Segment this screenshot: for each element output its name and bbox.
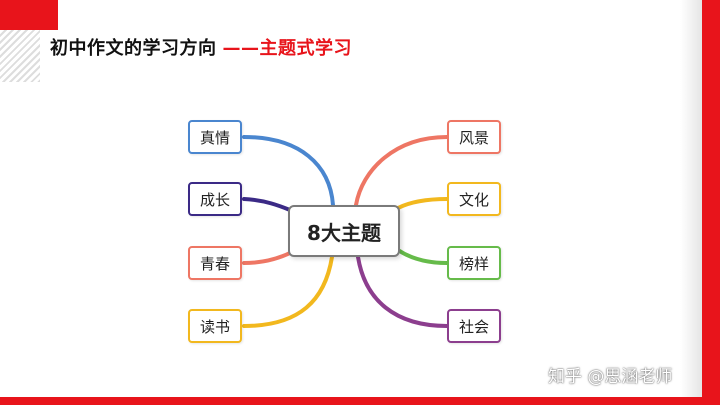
- link-bangyang: [396, 248, 449, 265]
- node-shehui: 社会: [447, 309, 501, 343]
- link-fengjing: [354, 135, 449, 207]
- bottom-frame-bar: [0, 397, 720, 405]
- node-qingchun: 青春: [188, 246, 242, 280]
- node-wenhua: 文化: [447, 182, 501, 216]
- node-chengzhang: 成长: [188, 182, 242, 216]
- right-frame-bar: [702, 0, 720, 405]
- node-zhenqing: 真情: [188, 120, 242, 154]
- link-chengzhang: [242, 197, 292, 212]
- center-node: 8大主题: [288, 205, 400, 257]
- link-zhenqing: [242, 135, 335, 207]
- watermark: 知乎 @思涵老师: [548, 367, 673, 387]
- node-dushu: 读书: [188, 309, 242, 343]
- link-wenhua: [396, 197, 449, 210]
- link-shehui: [356, 255, 449, 328]
- title-main: 初中作文的学习方向: [50, 38, 217, 59]
- stripe-decoration: [0, 30, 40, 82]
- frame-shadow: [680, 0, 702, 397]
- link-dushu: [242, 255, 334, 328]
- node-fengjing: 风景: [447, 120, 501, 154]
- corner-decoration: [0, 0, 58, 30]
- slide-title: 初中作文的学习方向——主题式学习: [50, 34, 352, 60]
- node-bangyang: 榜样: [447, 246, 501, 280]
- title-subtitle: ——主题式学习: [222, 38, 352, 59]
- link-qingchun: [242, 250, 294, 265]
